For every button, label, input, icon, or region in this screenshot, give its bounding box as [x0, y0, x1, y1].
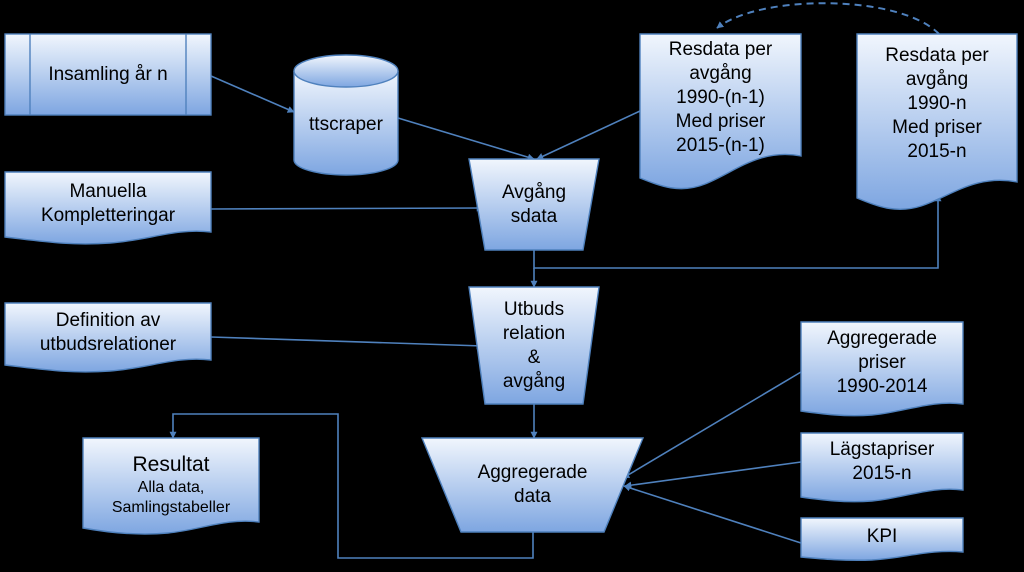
connector-insamling-ttscraper — [210, 75, 295, 113]
node-kpi — [800, 517, 964, 561]
connector-definition-utbuds — [210, 336, 484, 350]
node-resultat — [82, 437, 260, 535]
connector-resdata-loop-dashed — [716, 2, 940, 35]
node-insamling — [4, 33, 212, 116]
connector-manuella-avgangsdata — [210, 204, 484, 212]
connector-kpi-aggregerade — [623, 484, 802, 544]
node-manuella — [4, 171, 212, 245]
node-avgangsdata — [468, 158, 600, 251]
node-ttscraper — [293, 54, 399, 176]
connector-avgangsdata-resdata-n — [533, 194, 942, 269]
connector-lagstapriser-aggregerade — [624, 461, 802, 489]
node-lagstapriser — [800, 432, 964, 503]
connector-ttscraper-avgangsdata — [397, 117, 535, 161]
node-resdata-prev — [639, 33, 802, 190]
connector-aggregerade-resultat — [169, 413, 534, 559]
connector-aggpriser-aggregerade — [622, 371, 802, 479]
node-utbuds — [468, 286, 600, 405]
node-resdata-n — [856, 33, 1018, 210]
node-aggregerade — [420, 437, 645, 533]
node-agg-priser — [800, 321, 964, 417]
node-definition — [4, 302, 212, 373]
connector-resdata-avgangsdata — [536, 110, 641, 160]
